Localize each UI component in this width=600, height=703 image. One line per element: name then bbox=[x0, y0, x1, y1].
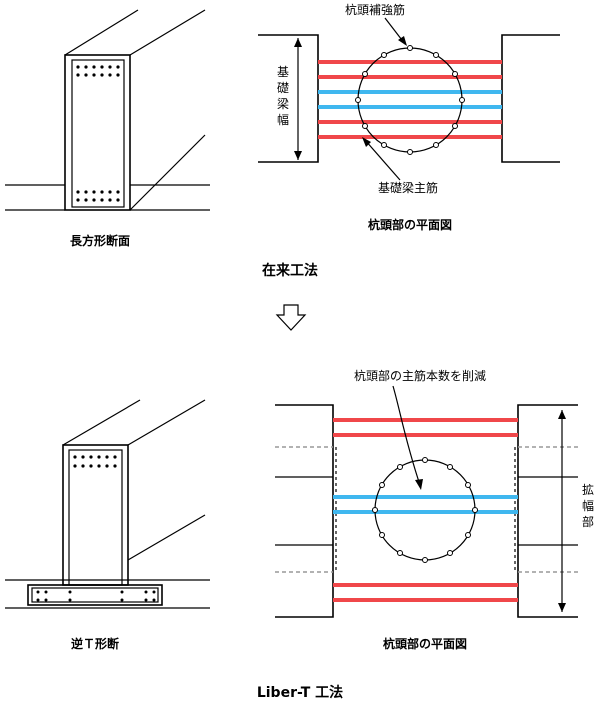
svg-text:拡: 拡 bbox=[582, 483, 594, 497]
bottom-callout-rebar-reduction: 杭頭部の主筋本数を削減 bbox=[354, 368, 486, 383]
top-pile-reinforcement bbox=[355, 45, 465, 155]
top-section-rebar-bottom bbox=[76, 190, 120, 202]
top-method-title: 在来工法 bbox=[262, 262, 318, 279]
top-main-rebars bbox=[318, 60, 502, 139]
top-callout-pile-reinforcement: 杭頭補強筋 bbox=[345, 2, 405, 17]
hollow-down-arrow-icon bbox=[275, 304, 307, 331]
top-callout-main-rebar: 基礎梁主筋 bbox=[378, 180, 438, 195]
bottom-plan-view: 拡 幅 部 杭頭部の主筋本数を削減 杭頭部の平面図 bbox=[275, 368, 594, 651]
svg-text:礎: 礎 bbox=[277, 81, 289, 95]
svg-text:基: 基 bbox=[277, 65, 289, 79]
top-section-label: 長方形断面 bbox=[70, 233, 130, 248]
bottom-widen-label: 拡 幅 部 bbox=[582, 483, 594, 529]
bottom-section-rebar-top bbox=[73, 455, 117, 468]
top-beam-width-label: 基 礎 梁 幅 bbox=[277, 65, 289, 127]
bottom-section-rebar-base bbox=[36, 590, 156, 602]
svg-text:部: 部 bbox=[582, 514, 594, 529]
bottom-main-rebars bbox=[333, 418, 518, 602]
top-rectangular-section: 長方形断面 bbox=[5, 9, 210, 248]
top-section-rebar-top bbox=[76, 65, 120, 77]
bottom-pile-reinforcement bbox=[372, 457, 478, 563]
svg-text:幅: 幅 bbox=[582, 498, 594, 513]
bottom-method-title: Liber-T 工法 bbox=[257, 684, 343, 701]
svg-text:梁: 梁 bbox=[277, 96, 289, 111]
top-plan-label: 杭頭部の平面図 bbox=[368, 217, 452, 232]
bottom-section-label: 逆Ｔ形断 bbox=[71, 636, 119, 651]
bottom-inverted-t-section: 逆Ｔ形断 bbox=[5, 399, 210, 651]
svg-text:幅: 幅 bbox=[277, 112, 289, 127]
bottom-plan-label: 杭頭部の平面図 bbox=[383, 636, 467, 651]
top-plan-view: 基 礎 梁 幅 bbox=[258, 2, 560, 232]
